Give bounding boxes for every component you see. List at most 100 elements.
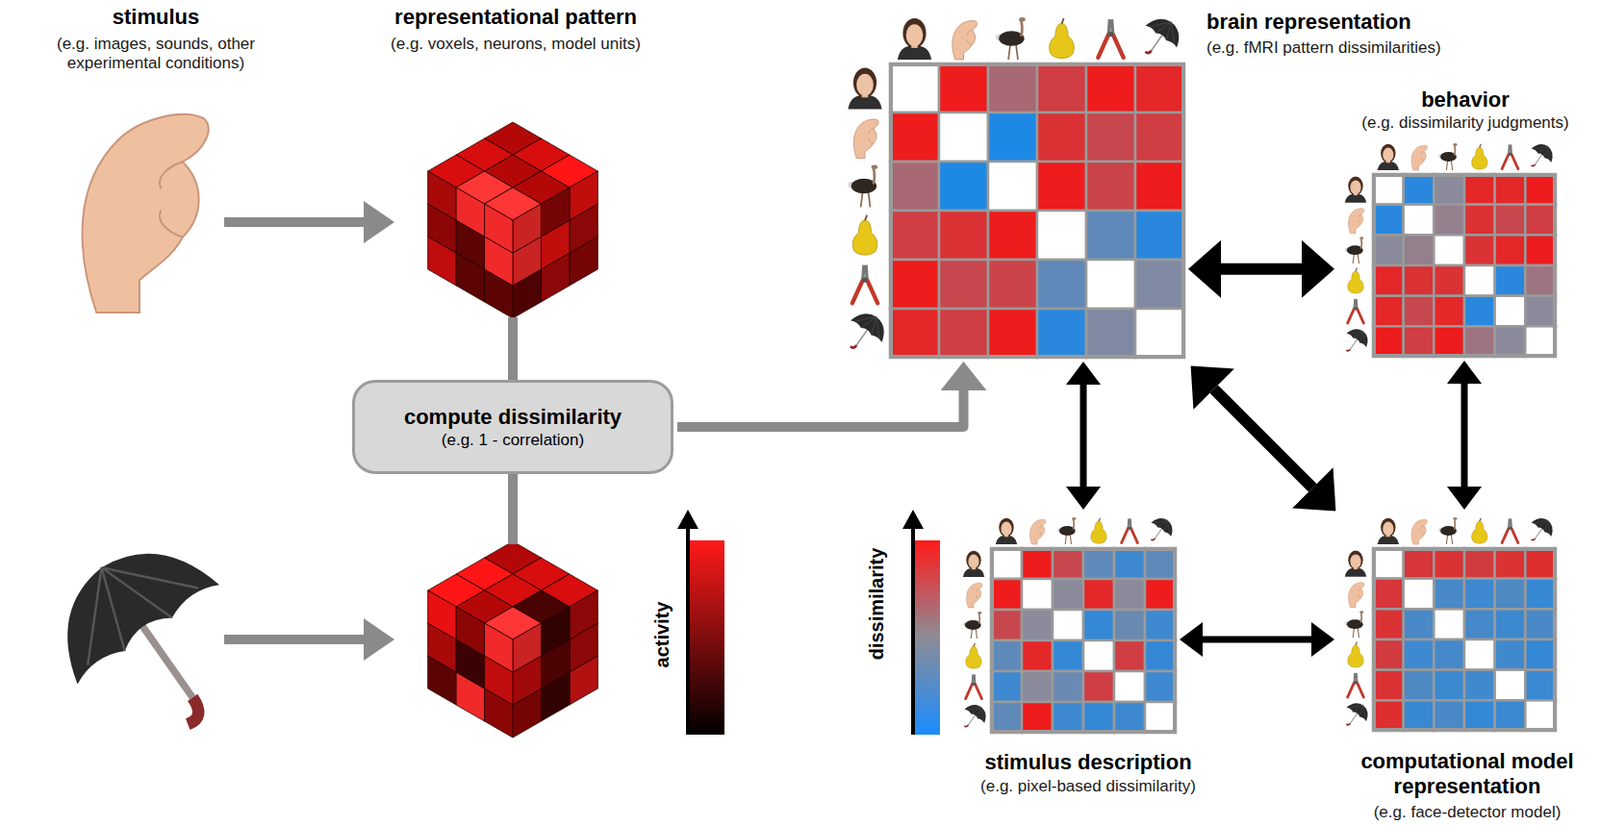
face-icon	[1377, 518, 1399, 545]
icon-part	[1508, 526, 1513, 531]
icon-part	[964, 700, 991, 724]
matrix-cell	[1403, 296, 1435, 328]
matrix-cell	[1021, 548, 1053, 580]
matrix-cell	[1052, 609, 1084, 641]
icon-part	[973, 643, 975, 648]
icon-part	[850, 343, 857, 350]
icon-part	[1501, 153, 1519, 169]
matrix-cell	[1403, 174, 1435, 205]
voxel-face	[428, 171, 457, 221]
axis-line	[911, 527, 915, 736]
matrix-cell	[1464, 579, 1496, 610]
matrix-cell	[1524, 234, 1556, 266]
face-icon	[847, 68, 882, 110]
icon-part	[868, 128, 874, 144]
ostrich-icon	[963, 611, 983, 639]
icon-part	[1472, 521, 1488, 544]
matrix-cell	[1433, 548, 1465, 580]
matrix-cell	[1372, 609, 1404, 640]
matrix-cell	[1403, 265, 1435, 297]
matrix-cell	[1524, 670, 1556, 702]
icon-part	[952, 21, 978, 60]
voxel-face	[569, 590, 598, 640]
matrix-cell	[1083, 548, 1115, 580]
face-icon	[897, 18, 932, 60]
umbrella-icon	[1523, 139, 1559, 175]
matrix-title: behavior	[1330, 87, 1600, 113]
matrix-cell	[1495, 548, 1526, 580]
icon-part	[906, 24, 924, 47]
matrix-cell	[1372, 326, 1404, 357]
matrix-frame: behavior(e.g. dissimilarity judgments)	[1372, 174, 1556, 357]
matrix-cell	[988, 161, 1038, 211]
hand-icon	[1030, 519, 1046, 545]
icon-part	[30, 518, 220, 686]
ostrich-icon	[1345, 610, 1365, 638]
matrix-cell	[1372, 204, 1404, 236]
matrix-cell	[1464, 609, 1496, 640]
matrix-cell	[1037, 63, 1087, 113]
icon-part	[852, 220, 878, 255]
matrix-cell	[1135, 259, 1185, 309]
icon-part	[1533, 514, 1556, 535]
icon-part	[1072, 519, 1075, 531]
connector-line	[507, 317, 518, 382]
voxel-cube	[428, 122, 599, 319]
column-subtitle: (e.g. voxels, neurons, model units)	[342, 34, 689, 54]
matrix-cell	[1464, 548, 1496, 580]
matrix-cell	[1083, 702, 1115, 734]
matrix-cell	[1021, 579, 1053, 610]
matrix-cell	[1495, 639, 1526, 671]
matrix-cell	[1083, 579, 1115, 610]
umbrella-icon	[1338, 324, 1373, 359]
face-icon	[1345, 551, 1367, 578]
matrix-cell	[1037, 161, 1087, 211]
icon-part	[1382, 522, 1394, 537]
box-title: compute dissimilarity	[404, 404, 622, 432]
dissimilarity-matrix	[889, 63, 1185, 358]
matrix-cell	[1144, 548, 1176, 580]
hand-icon	[952, 21, 978, 60]
matrix-subtitle: (e.g. dissimilarity judgments)	[1330, 113, 1600, 133]
icon-part	[978, 613, 981, 625]
icon-part	[971, 682, 976, 686]
matrix-cell	[1464, 234, 1496, 266]
face-icon	[1377, 144, 1399, 171]
icon-part	[1452, 143, 1457, 147]
matrix-cell	[1495, 265, 1526, 297]
icon-part	[1411, 145, 1427, 171]
matrix-cell	[1464, 670, 1496, 702]
connector-arrow	[677, 390, 965, 428]
matrix-cell	[939, 210, 989, 260]
icon-part	[1144, 48, 1151, 54]
pliers-icon	[1347, 299, 1365, 324]
matrix-cell	[1524, 326, 1556, 357]
matrix-cell	[1495, 296, 1526, 328]
matrix-subtitle: (e.g. pixel-based dissimilarity)	[943, 777, 1233, 797]
icon-part	[1382, 148, 1394, 163]
matrix-cell	[889, 161, 940, 211]
box-subtitle: (e.g. 1 - correlation)	[441, 430, 585, 451]
matrix-cell	[1403, 548, 1435, 580]
process-arrow	[224, 201, 395, 244]
matrix-cell	[1372, 234, 1404, 266]
ostrich-icon	[1438, 143, 1458, 171]
icon-part	[1347, 645, 1364, 668]
matrix-cell	[990, 671, 1022, 703]
arrow-shaft	[224, 217, 364, 228]
face-icon	[995, 518, 1017, 545]
matrix-cell	[1495, 609, 1526, 640]
umbrella-icon	[1523, 513, 1559, 549]
icon-part	[1360, 238, 1363, 250]
icon-part	[1018, 17, 1026, 22]
connector-arrow	[1214, 389, 1314, 489]
matrix-cell	[1524, 296, 1556, 328]
icon-part	[1531, 513, 1558, 537]
matrix-title: brain representation	[1206, 9, 1524, 35]
icon-part	[1153, 514, 1176, 535]
hand-icon	[1348, 208, 1365, 234]
matrix-cell	[988, 210, 1038, 260]
matrix-cell	[1524, 639, 1556, 671]
icon-part	[853, 68, 877, 99]
color-bar	[902, 509, 940, 736]
